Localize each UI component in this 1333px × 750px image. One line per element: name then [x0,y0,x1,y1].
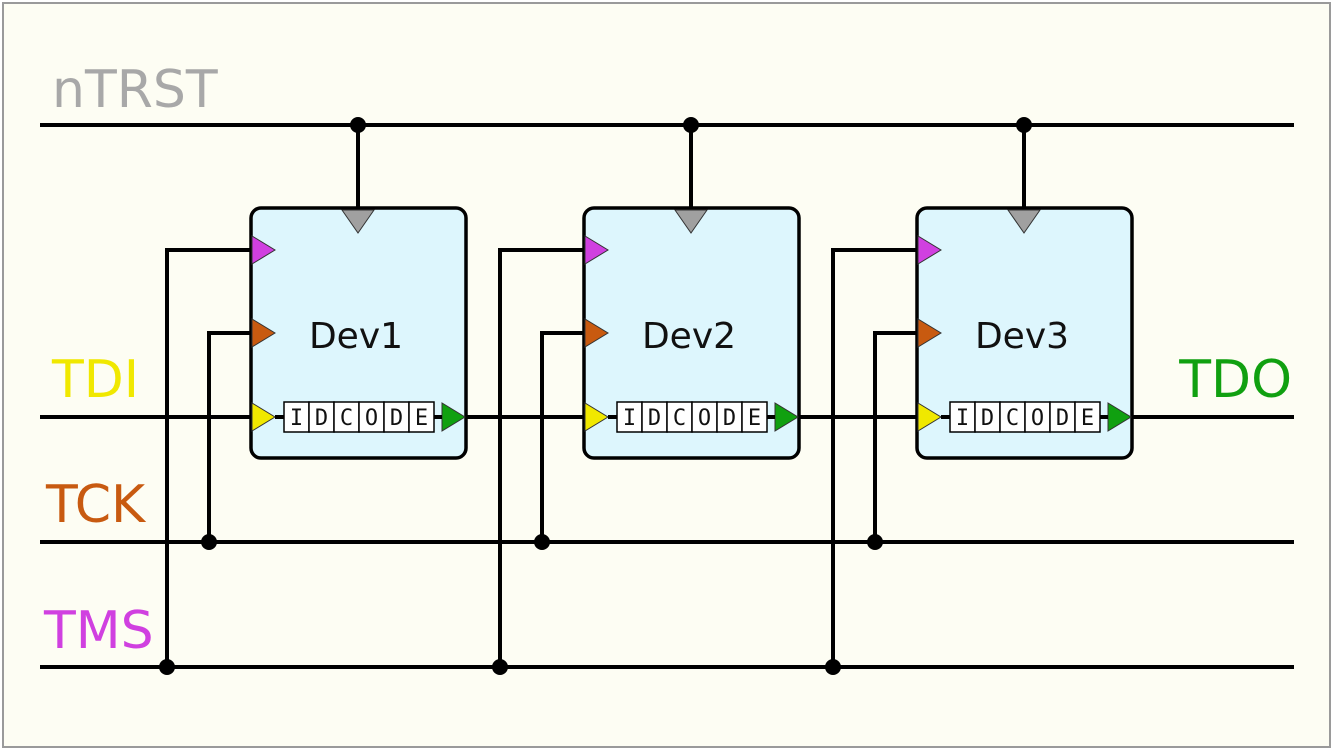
idcode-letter-dev3-1: I [956,406,969,431]
idcode-cell-dev3-5 [1049,401,1076,433]
ntrst-junction-dot-dev1 [350,117,366,133]
tck-junction-dot-dev3 [867,534,883,550]
tms-junction-dot-dev2 [492,659,508,675]
tms-pin-dev1 [251,235,276,265]
tck-branch-dev3 [873,331,918,542]
tms-branch-dev2 [498,248,585,667]
idcode-cell-dev1-6 [408,401,435,433]
tdi-label: TDI [51,350,139,410]
idcode-letter-dev1-1: I [290,406,303,431]
tck-pin-dev3 [917,318,942,348]
idcode-cell-dev1-3 [333,401,360,433]
tck-junction-dot-dev2 [534,534,550,550]
tms-pin-dev3 [917,235,942,265]
tck-pin-dev1 [251,318,276,348]
idcode-letter-dev1-2: D [315,406,328,431]
idcode-letter-dev1-5: D [390,406,403,431]
idcode-letter-dev1-3: C [340,406,353,431]
tdi-pin-dev1 [251,402,276,432]
ntrst-label: nTRST [52,60,218,120]
ntrst-junction-dot-dev2 [683,117,699,133]
device-box-dev1 [249,206,468,460]
tms-junction-dot-dev3 [825,659,841,675]
idcode-letter-dev3-3: C [1006,406,1019,431]
idcode-cell-dev3-3 [999,401,1026,433]
device-label-dev3: Dev3 [975,316,1069,357]
tdo-label: TDO [1178,350,1292,410]
idcode-cell-dev2-4 [691,401,718,433]
idcode-letter-dev2-5: D [723,406,736,431]
idcode-cell-dev1-4 [358,401,385,433]
tck-branch-dev1 [207,331,252,542]
idcode-letter-dev2-6: E [748,406,761,431]
idcode-cell-dev3-4 [1024,401,1051,433]
tck-pin-dev2 [584,318,609,348]
idcode-cell-dev2-3 [666,401,693,433]
tms-branch-dev3 [831,248,918,667]
idcode-letter-dev3-5: D [1056,406,1069,431]
tdi-pin-dev2 [584,402,609,432]
idcode-letter-dev2-1: I [623,406,636,431]
tck-junction-dot-dev1 [201,534,217,550]
idcode-letter-dev3-6: E [1081,406,1094,431]
ntrst-pin-dev3 [1007,209,1041,234]
idcode-cell-dev2-6 [741,401,768,433]
idcode-letter-dev3-4: O [1031,406,1044,431]
tck-label: TCK [45,475,147,535]
device-label-dev1: Dev1 [309,316,403,357]
tms-label: TMS [43,601,154,661]
ntrst-pin-dev2 [674,209,708,234]
idcode-letter-dev1-6: E [415,406,428,431]
tms-pin-dev2 [584,235,609,265]
tms-junction-dot-dev1 [159,659,175,675]
tms-branch-dev1 [165,248,252,667]
ntrst-junction-dot-dev3 [1016,117,1032,133]
tdi-pin-dev3 [917,402,942,432]
device-box-dev2 [582,206,801,460]
device-box-dev3 [915,206,1134,460]
device-label-dev2: Dev2 [642,316,736,357]
idcode-letter-dev2-4: O [698,406,711,431]
tck-branch-dev2 [540,331,585,542]
idcode-letter-dev2-3: C [673,406,686,431]
idcode-cell-dev3-1 [949,401,976,433]
idcode-letter-dev3-2: D [981,406,994,431]
idcode-letter-dev1-4: O [365,406,378,431]
idcode-cell-dev3-6 [1074,401,1101,433]
idcode-letter-dev2-2: D [648,406,661,431]
ntrst-pin-dev1 [341,209,375,234]
